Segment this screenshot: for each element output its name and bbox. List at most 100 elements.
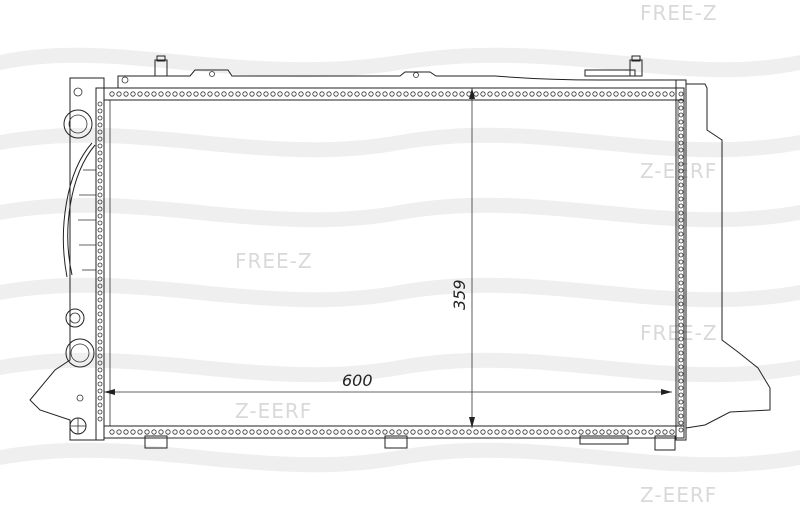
rivet-dot (368, 91, 374, 97)
rivet-dot (256, 429, 262, 435)
rivet-dot (592, 91, 598, 97)
rivet-dot (235, 429, 241, 435)
rivet-dot (382, 91, 388, 97)
rivet-dot (97, 150, 103, 156)
rivet-dot (97, 220, 103, 226)
rivet-dot (536, 429, 542, 435)
rivet-dot (678, 231, 684, 237)
rivet-dot (620, 91, 626, 97)
rivet-dot (678, 91, 684, 97)
rivet-dot (97, 353, 103, 359)
rivet-dot (557, 429, 563, 435)
rivet-dot (109, 91, 115, 97)
rivet-dot (97, 213, 103, 219)
rivet-dot (109, 429, 115, 435)
rivet-dot (172, 429, 178, 435)
bottom-tank-rivets (109, 429, 675, 435)
right-tank (675, 79, 771, 441)
rivet-dot (97, 409, 103, 415)
rivet-dot (515, 91, 521, 97)
rivet-dot (270, 91, 276, 97)
rivet-dot (326, 91, 332, 97)
rivet-dot (361, 429, 367, 435)
rivet-dot (424, 91, 430, 97)
bottom-brackets (144, 435, 676, 451)
rivet-dot (97, 290, 103, 296)
rivet-dot (347, 91, 353, 97)
rivet-dot (529, 91, 535, 97)
rivet-dot (242, 91, 248, 97)
watermark-waves (0, 47, 800, 473)
rivet-dot (508, 91, 514, 97)
left-side-rivets (97, 101, 103, 422)
watermark-brand-bottom-right-mirrored: Z-EERF (640, 483, 717, 507)
rivet-dot (263, 429, 269, 435)
rivet-dot (613, 91, 619, 97)
rivet-dot (97, 388, 103, 394)
rivet-dot (207, 91, 213, 97)
rivet-dot (678, 392, 684, 398)
rivet-dot (494, 91, 500, 97)
rivet-dot (578, 91, 584, 97)
rivet-dot (97, 255, 103, 261)
rivet-dot (627, 91, 633, 97)
rivet-dot (97, 311, 103, 317)
rivet-dot (678, 245, 684, 251)
rivet-dot (606, 91, 612, 97)
rivet-dot (249, 91, 255, 97)
rivet-dot (270, 429, 276, 435)
rivet-dot (410, 91, 416, 97)
rivet-dot (123, 91, 129, 97)
rivet-dot (97, 304, 103, 310)
rivet-dot (445, 91, 451, 97)
rivet-dot (669, 91, 675, 97)
rivet-dot (144, 91, 150, 97)
rivet-dot (678, 140, 684, 146)
rivet-dot (678, 105, 684, 111)
rivet-dot (678, 420, 684, 426)
rivet-dot (403, 91, 409, 97)
rivet-dot (97, 206, 103, 212)
rivet-dot (97, 185, 103, 191)
rivet-dot (678, 308, 684, 314)
rivet-dot (585, 429, 591, 435)
rivet-dot (179, 91, 185, 97)
rivet-dot (200, 429, 206, 435)
rivet-dot (678, 357, 684, 363)
rivet-dot (242, 429, 248, 435)
rivet-dot (678, 378, 684, 384)
rivet-dot (678, 406, 684, 412)
rivet-dot (613, 429, 619, 435)
sensor-port (65, 308, 85, 328)
rivet-dot (473, 429, 479, 435)
rivet-dot (678, 182, 684, 188)
rivet-dot (678, 287, 684, 293)
right-side-rivets (678, 91, 684, 433)
rivet-dot (97, 171, 103, 177)
rivet-dot (571, 429, 577, 435)
rivet-dot (438, 91, 444, 97)
rivet-dot (235, 91, 241, 97)
left-tank (29, 77, 105, 441)
rivet-dot (333, 91, 339, 97)
rivet-dot (634, 429, 640, 435)
rivet-dot (249, 429, 255, 435)
rivet-dot (291, 91, 297, 97)
rivet-dot (678, 427, 684, 433)
rivet-dot (678, 280, 684, 286)
rivet-dot (256, 91, 262, 97)
rivet-dot (466, 429, 472, 435)
rivet-dot (655, 429, 661, 435)
rivet-dot (662, 429, 668, 435)
rivet-dot (200, 91, 206, 97)
rivet-dot (431, 91, 437, 97)
top-tank-rivets (109, 91, 675, 97)
rivet-dot (389, 429, 395, 435)
width-dimension-label: 600 (342, 371, 373, 390)
lower-hose-fitting (65, 338, 95, 368)
rivet-dot (641, 429, 647, 435)
rivet-dot (410, 429, 416, 435)
rivet-dot (417, 429, 423, 435)
height-dimension-label: 359 (450, 279, 469, 310)
rivet-dot (221, 429, 227, 435)
